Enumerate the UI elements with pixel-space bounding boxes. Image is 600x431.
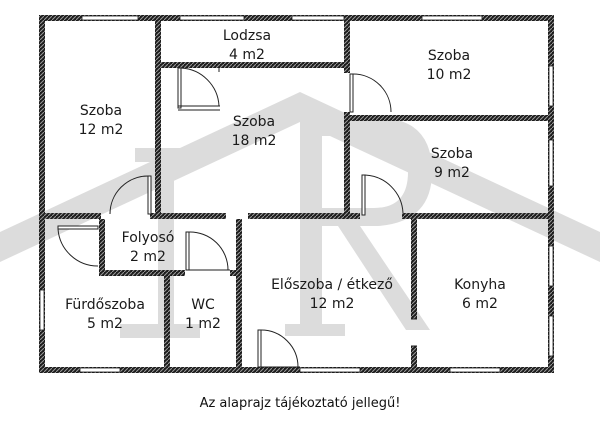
room-szoba-12-area: 12 m2 <box>78 122 124 138</box>
room-szoba-12-name: Szoba <box>79 103 123 119</box>
room-lodzsa: Lodzsa 4 m2 <box>223 27 271 65</box>
room-wc-area: 1 m2 <box>185 316 221 332</box>
room-konyha-area: 6 m2 <box>462 296 498 312</box>
room-szoba-18: Szoba 18 m2 <box>232 113 277 151</box>
door-frames <box>178 105 300 368</box>
room-eloszoba-area: 12 m2 <box>309 296 355 312</box>
room-lodzsa-area: 4 m2 <box>229 47 265 63</box>
room-folyoso-area: 2 m2 <box>130 249 166 265</box>
doors <box>57 67 417 368</box>
room-konyha-name: Konyha <box>454 277 506 293</box>
room-eloszoba-name: Előszoba / étkező <box>271 277 393 293</box>
room-szoba-9: Szoba 9 m2 <box>431 145 473 183</box>
room-szoba-18-area: 18 m2 <box>231 133 277 149</box>
room-szoba-9-name: Szoba <box>430 146 474 162</box>
room-szoba-12: Szoba 12 m2 <box>79 102 124 140</box>
room-wc-name: WC <box>191 297 215 313</box>
interior-walls <box>45 21 548 367</box>
room-szoba-10: Szoba 10 m2 <box>427 47 472 85</box>
windows <box>39 15 554 373</box>
room-eloszoba: Előszoba / étkező 12 m2 <box>271 276 393 314</box>
room-szoba-18-name: Szoba <box>232 114 276 130</box>
room-furdoszoba-area: 5 m2 <box>87 316 123 332</box>
room-konyha: Konyha 6 m2 <box>454 276 506 314</box>
room-szoba-10-name: Szoba <box>427 48 471 64</box>
room-furdoszoba-name: Fürdőszoba <box>65 297 145 313</box>
room-szoba-9-area: 9 m2 <box>434 165 470 181</box>
room-szoba-10-area: 10 m2 <box>426 67 472 83</box>
room-wc: WC 1 m2 <box>185 296 221 334</box>
disclaimer-caption: Az alaprajz tájékoztató jellegű! <box>199 396 401 411</box>
room-lodzsa-name: Lodzsa <box>222 28 272 44</box>
room-furdoszoba: Fürdőszoba 5 m2 <box>65 296 145 334</box>
room-folyoso: Folyosó 2 m2 <box>122 229 175 267</box>
room-folyoso-name: Folyosó <box>121 230 175 246</box>
